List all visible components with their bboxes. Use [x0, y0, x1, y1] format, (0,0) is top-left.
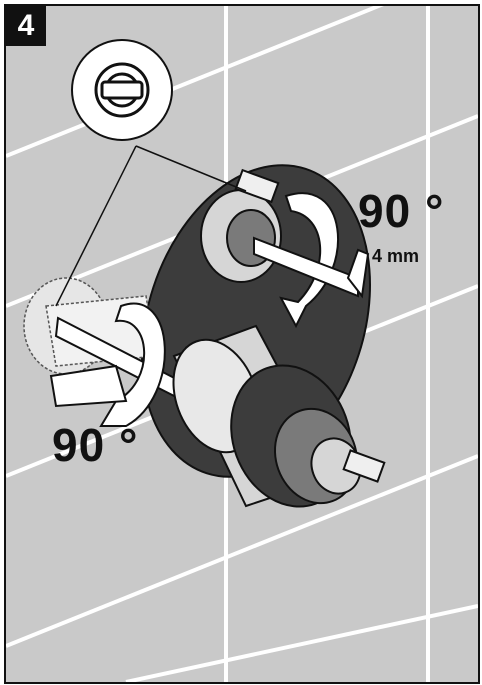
- upper-cartridge: [200, 168, 282, 283]
- rotation-angle-label: 90 °: [358, 185, 445, 237]
- leader-lines: [55, 145, 247, 307]
- rotation-angle-label: 90 °: [52, 419, 139, 471]
- rotation-arrow-icon: [99, 302, 166, 427]
- illustration: [6, 6, 478, 682]
- hex-key-size-label: 4 mm: [372, 246, 420, 266]
- hex-key-icon: [253, 236, 370, 299]
- detail-inset-icon: [71, 39, 173, 141]
- step-number-badge: 4: [6, 6, 46, 46]
- valve-cartridge-icon: [172, 324, 386, 508]
- instruction-panel: 4 90 ° 4 mm 90 °: [4, 4, 480, 684]
- rotation-arrow-icon: [279, 192, 339, 329]
